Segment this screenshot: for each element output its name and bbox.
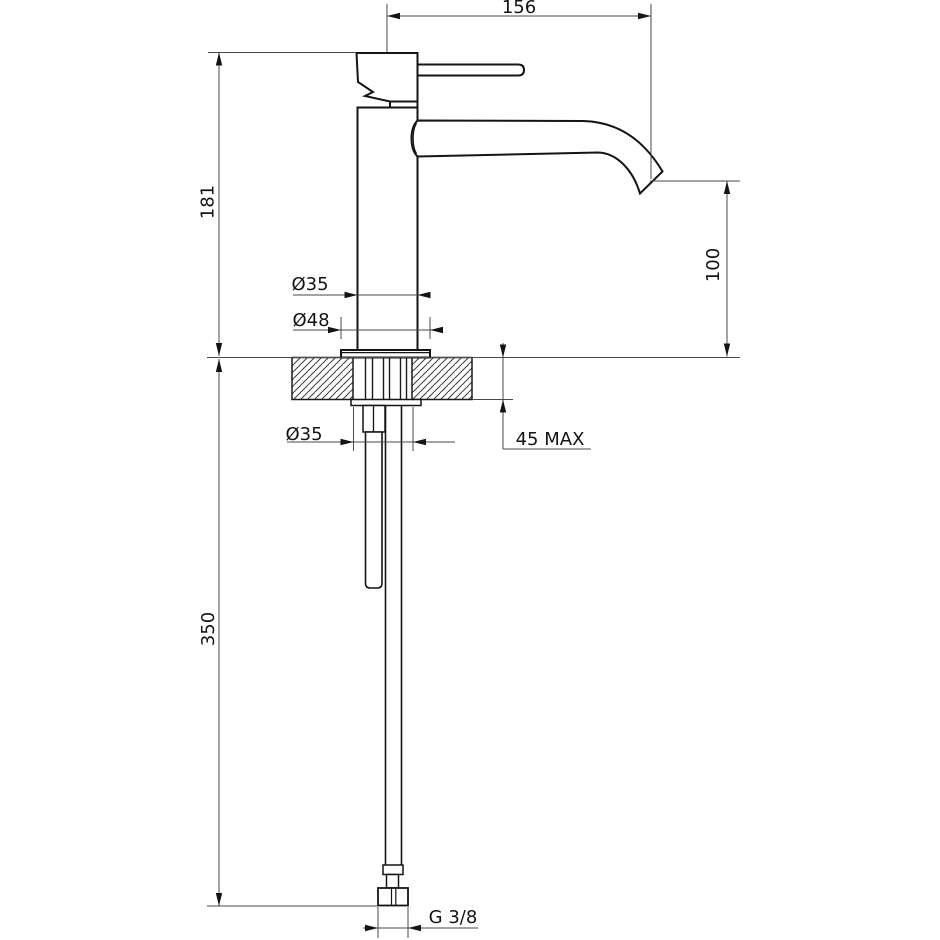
arrowhead [413, 438, 426, 446]
label-supply-connection: G 3/8 [429, 907, 478, 928]
spout [410, 119, 664, 196]
hose-neck [385, 873, 400, 889]
nut-flat-lines [390, 888, 397, 906]
deck-section-right [411, 356, 473, 401]
mixer-head [355, 52, 419, 103]
arrowhead [408, 924, 421, 932]
arrowhead [723, 343, 731, 357]
arrowhead [365, 924, 378, 932]
label-overall-height: 181 [198, 185, 219, 219]
arrowhead [344, 291, 358, 299]
label-max-deck-thickness: 45 MAX [516, 429, 585, 450]
label-base-diameter: Ø48 [292, 310, 329, 331]
arrowhead [215, 52, 223, 66]
arrowhead [328, 326, 341, 334]
label-spout-height: 100 [703, 248, 724, 282]
base-flange [340, 349, 431, 359]
under-deck-washer [350, 398, 422, 407]
arrowhead [417, 291, 431, 299]
head-neck-ring [389, 100, 419, 109]
fixing-stud [364, 431, 383, 589]
arrowhead [215, 343, 223, 356]
arrowhead [499, 344, 507, 358]
hose-ferrule [382, 864, 404, 876]
lever-handle [416, 63, 526, 77]
arrowhead [215, 359, 223, 372]
hose-connection-nut [377, 887, 409, 907]
arrowhead [723, 181, 731, 194]
label-body-diameter: Ø35 [291, 274, 328, 295]
arrowhead [340, 438, 354, 446]
faucet-figure [291, 52, 664, 907]
arrowhead [387, 12, 400, 20]
through-hole-tubes [364, 357, 408, 400]
label-hole-diameter: Ø35 [285, 424, 322, 445]
deck-section-left [291, 356, 354, 401]
arrowhead [430, 326, 443, 334]
label-spout-reach: 156 [502, 0, 536, 18]
spout-root-curve [412, 123, 418, 154]
arrowhead [499, 399, 507, 413]
dimension-lines [207, 4, 740, 938]
label-hose-length: 350 [198, 612, 219, 646]
arrowhead [215, 893, 223, 906]
dimension-labels: 156 181 100 350 Ø35 Ø48 Ø35 45 MAX G 3/8 [198, 0, 725, 928]
faucet-body [356, 106, 419, 352]
arrowhead [638, 12, 651, 20]
